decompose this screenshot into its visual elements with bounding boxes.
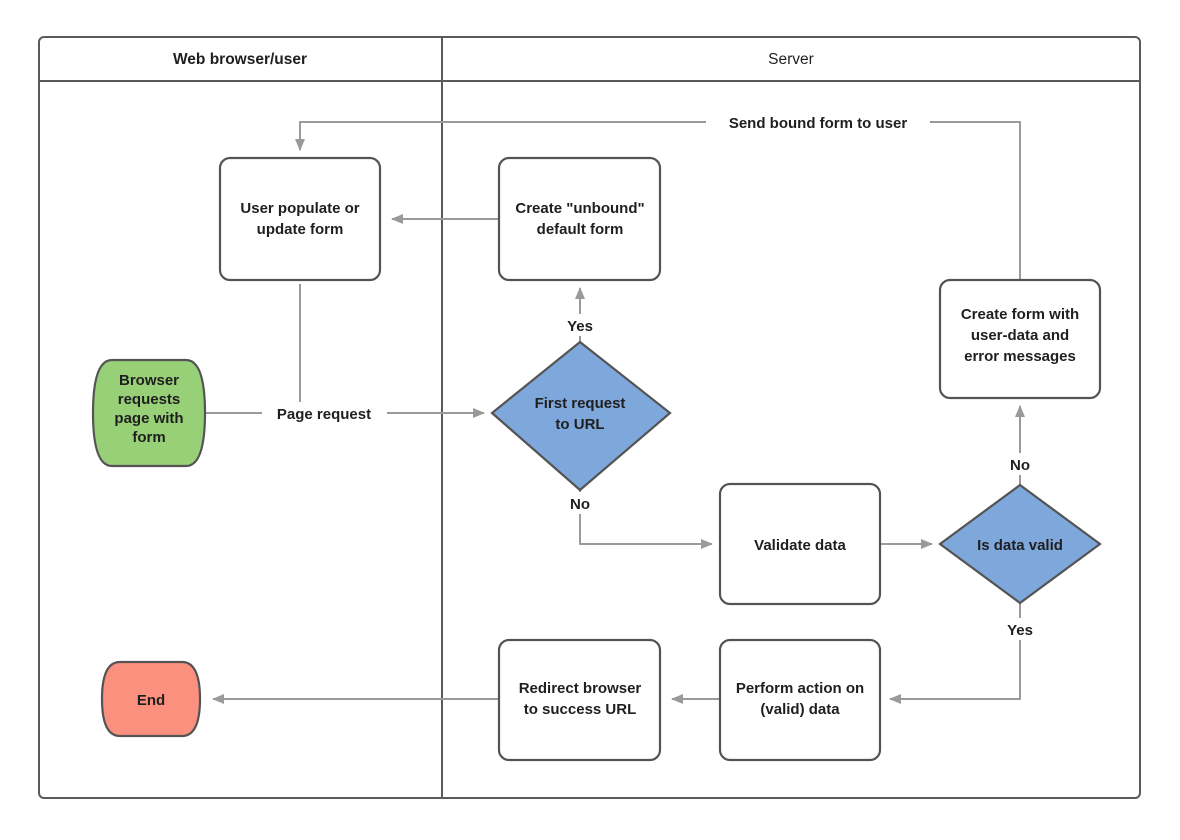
svg-text:Browser: Browser — [119, 372, 179, 389]
svg-text:to URL: to URL — [555, 416, 604, 433]
svg-text:User populate or: User populate or — [240, 200, 359, 217]
is-data-valid-decision-shape — [938, 483, 1102, 605]
node-first-request-to-url[interactable]: First request to URL — [490, 340, 672, 492]
svg-text:Validate data: Validate data — [754, 537, 846, 554]
first-request-decision-shape — [490, 340, 672, 492]
svg-text:error messages: error messages — [964, 348, 1076, 365]
perform-action-box — [718, 638, 882, 762]
edge-label-first-request-yes: Yes — [558, 314, 602, 336]
edge-label-send-bound-form: Send bound form to user — [706, 111, 930, 133]
create-error-form-box — [938, 278, 1102, 400]
svg-text:Perform action on: Perform action on — [736, 680, 864, 697]
node-create-form-with-user-data[interactable]: Create form with user-data and error mes… — [938, 278, 1102, 400]
lane-title-server: Server — [768, 51, 814, 68]
create-unbound-box — [497, 156, 662, 282]
node-redirect-browser-to-success-url[interactable]: Redirect browser to success URL — [497, 638, 662, 762]
svg-text:First request: First request — [535, 395, 626, 412]
svg-text:Yes: Yes — [567, 318, 593, 335]
edge-isvalid-yes — [889, 603, 1021, 704]
node-validate-data[interactable]: Validate data — [718, 482, 882, 606]
lane-outer-frame — [38, 36, 1141, 799]
svg-text:Redirect browser: Redirect browser — [519, 680, 642, 697]
svg-text:page with: page with — [114, 410, 183, 427]
edge-send-bound-form — [295, 121, 1021, 280]
svg-text:(valid) data: (valid) data — [760, 701, 840, 718]
svg-text:to success URL: to success URL — [524, 701, 637, 718]
start-terminator-shape — [91, 358, 207, 468]
svg-text:user-data and: user-data and — [971, 327, 1069, 344]
node-perform-action-on-valid-data[interactable]: Perform action on (valid) data — [718, 638, 882, 762]
node-end[interactable]: End — [100, 660, 202, 738]
svg-text:Yes: Yes — [1007, 622, 1033, 639]
lane-title-browser: Web browser/user — [173, 51, 307, 68]
edge-label-isvalid-no: No — [1000, 453, 1040, 475]
node-user-populate-or-update-form[interactable]: User populate or update form — [218, 156, 382, 282]
node-create-unbound-default-form[interactable]: Create "unbound" default form — [497, 156, 662, 282]
validate-data-box — [718, 482, 882, 606]
node-browser-requests-page[interactable]: Browser requests page with form — [91, 358, 207, 468]
nodes-layer: Browser requests page with form User pop… — [91, 156, 1102, 762]
edge-label-isvalid-yes: Yes — [998, 618, 1042, 640]
edge-labels-layer: Send bound form to user Page request Yes… — [262, 111, 1042, 640]
swimlane-container: Web browser/user Server — [38, 36, 1141, 799]
svg-text:update form: update form — [257, 221, 344, 238]
svg-text:No: No — [570, 496, 590, 513]
svg-text:Is data valid: Is data valid — [977, 537, 1063, 554]
redirect-browser-box — [497, 638, 662, 762]
node-is-data-valid[interactable]: Is data valid — [938, 483, 1102, 605]
svg-text:Page request: Page request — [277, 406, 371, 423]
svg-text:form: form — [132, 429, 165, 446]
svg-text:requests: requests — [118, 391, 181, 408]
edge-label-page-request: Page request — [262, 402, 387, 424]
svg-text:No: No — [1010, 457, 1030, 474]
end-terminator-shape — [100, 660, 202, 738]
svg-text:Create "unbound": Create "unbound" — [515, 200, 644, 217]
svg-text:Create form with: Create form with — [961, 306, 1079, 323]
svg-text:End: End — [137, 692, 165, 709]
user-populate-box — [218, 156, 382, 282]
edge-label-first-request-no: No — [560, 492, 600, 514]
svg-text:default form: default form — [537, 221, 624, 238]
svg-text:Send bound form to user: Send bound form to user — [729, 115, 907, 132]
